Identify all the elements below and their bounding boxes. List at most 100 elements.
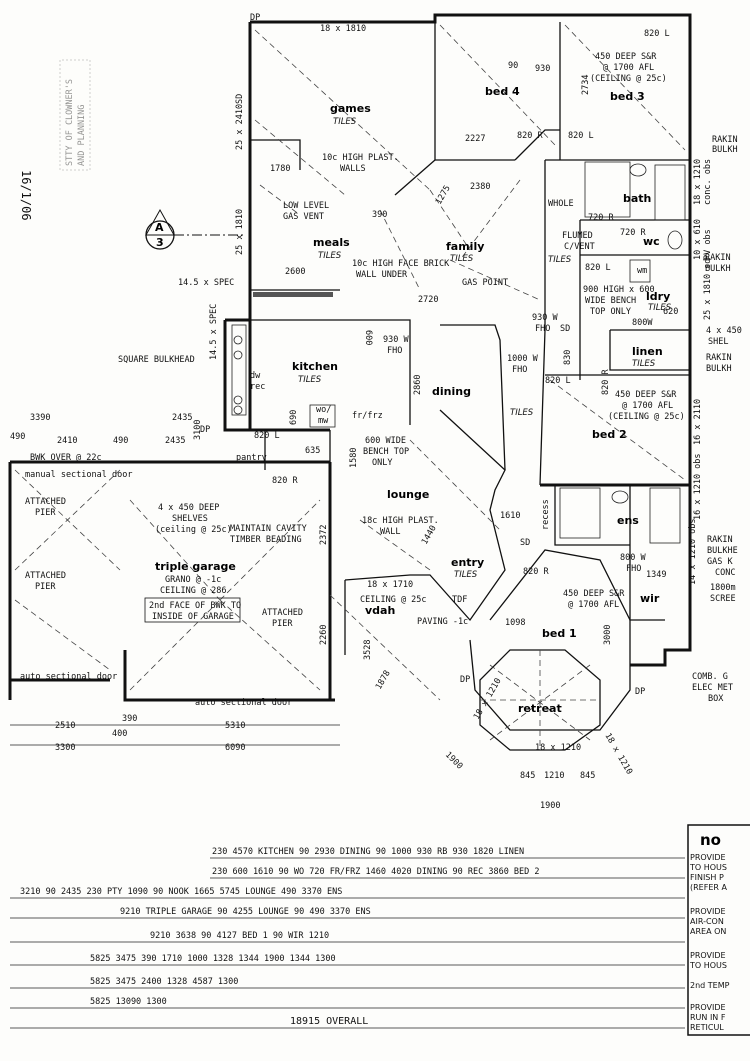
internal-walls [250,22,690,731]
vdah-ceiling: CEILING @ 25c [360,595,427,605]
dim-1349: 1349 [646,570,666,580]
dim-row-5: 9210 3638 90 4127 BED 1 90 WIR 1210 [150,931,329,941]
face-note-1: 2nd FACE OF BWK TO [149,601,241,611]
notes-box: no PROVIDE TO HOUS FINISH P (REFER A PRO… [687,824,750,1036]
wo-mw-1: wo/ [316,405,331,415]
note-3: FINISH P [690,873,724,882]
tiles-linen: TILES [632,359,656,369]
stamp-date: 16/1/06 [19,170,33,221]
right-note-15: RAKIN [707,535,733,545]
tiles-hall: TILES [548,255,572,265]
door-820l-b: 820 L [644,29,670,39]
low-level: LOW LEVEL [283,201,329,211]
bed3-storage-2: @ 1700 AFL [603,63,654,73]
right-note-17: GAS K [707,557,733,567]
room-retreat: retreat [518,702,562,715]
dim-3100: 3100 [193,420,203,440]
grano: GRANO @ -1c [165,575,221,585]
bench-3: ONLY [372,458,392,468]
dim-1210: 1210 [544,771,564,781]
room-lounge: lounge [387,488,429,501]
cvent: C/VENT [564,242,595,252]
right-note-7: 25 x 1810 sd [703,259,713,320]
door-820r-b: 820 R [517,131,543,141]
sill-2410: 25 x 2410SD [235,94,245,150]
attached-pier-2: ATTACHED [25,571,66,581]
spec-1: 14.5 x SPEC [178,278,234,288]
room-ldry: ldry [646,290,670,303]
bed3-storage-1: 450 DEEP S&R [595,52,657,62]
dim-row-1: 230 4570 KITCHEN 90 2930 DINING 90 1000 … [212,847,524,857]
wall-note-2: WALLS [340,164,366,174]
tiles-family: TILES [450,254,474,264]
wo-mw-2: mw [318,416,329,426]
section-letter: A [155,221,164,234]
right-note-16: BULKHE [707,546,738,556]
room-wc: wc [643,235,660,248]
dim-row-7: 5825 3475 2400 1328 4587 1300 [90,977,238,987]
note-11: PROVIDE [690,1003,726,1012]
room-labels: games TILES bed 4 bed 3 bath meals TILES… [155,85,672,715]
door-820r-a: 820 R [272,476,298,486]
door-820r-d: 820 R [523,567,549,577]
right-note-25: conc. obs [703,159,713,205]
brick-note-2: WALL UNDER [356,270,408,280]
dim-row-2: 230 600 1610 90 WO 720 FR/FRZ 1460 4020 … [212,867,540,877]
dim-1275: 1275 [434,184,453,207]
dp-2: DP [460,675,470,685]
attached-pier-3: ATTACHED [262,608,303,618]
vdah-window: 18 x 1710 [367,580,413,590]
rec: rec [250,382,265,392]
dim-90: 90 [508,61,518,71]
note-9: TO HOUS [689,961,727,970]
wall-18c: 18c HIGH PLAST. [362,516,439,526]
dim-930w: 930 W [383,335,409,345]
dim-1098: 1098 [505,618,525,628]
room-bath: bath [623,192,651,205]
gas-vent: GAS VENT [283,212,324,222]
dim-2380: 2380 [470,182,490,192]
room-bed3: bed 3 [610,90,645,103]
right-note-1: RAKIN [712,135,738,145]
dim-800w-2: 800 W [620,553,646,563]
window-1210-b: 18 x 1210 [535,743,581,753]
dim-930w-b: 930 W [532,313,558,323]
fixtures [231,161,686,544]
room-games: games [330,102,371,115]
tiles-games: TILES [333,117,357,127]
door-820l-d: 820 L [585,263,611,273]
dim-2860: 2860 [413,375,423,395]
ceiling-286: CEILING @ 286 [160,586,227,596]
dim-845-a: 845 [520,771,535,781]
wall-note-1: 10c HIGH PLAST. [322,153,399,163]
dp-3: DP [635,687,645,697]
room-bed1: bed 1 [542,627,577,640]
dp-1: DP [250,13,260,23]
dim-1900: 1900 [540,801,560,811]
fr-frz: fr/frz [352,411,383,421]
bwk-over: BWK OVER @ 22c [30,453,102,463]
room-pantry: pantry [236,453,267,463]
fho-1: FHO [387,346,402,356]
right-note-14: 14 x 1210 obs [688,518,698,585]
room-wir: wir [640,592,660,605]
gas-point: GAS POINT [462,278,508,288]
wm: wm [637,266,647,276]
dim-2260: 2260 [319,625,329,645]
dp-4: DP [200,425,210,435]
note-10: 2nd TEMP [690,981,730,990]
right-note-22: ELEC MET [692,683,733,693]
note-1: PROVIDE [690,853,726,862]
dim-390: 390 [372,210,387,220]
door-820l-a: 820 L [254,431,280,441]
fho-3: FHO [512,365,527,375]
shelves-2: SHELVES [172,514,208,524]
note-8: PROVIDE [690,951,726,960]
door-720r-b: 720 R [620,228,646,238]
dim-2720: 2720 [418,295,438,305]
note-2: TO HOUS [689,863,727,872]
smoke-detector-1: SD [560,324,570,334]
bed2-storage-3: (CEILING @ 25c) [608,412,685,422]
approval-stamp: STTY OF CLOWNER'S AND PLANNING [59,59,91,171]
